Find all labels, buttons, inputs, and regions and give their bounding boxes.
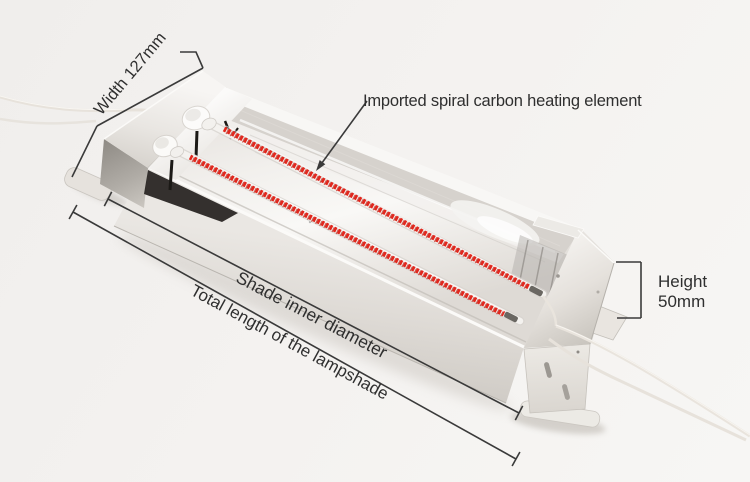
right-cap-face	[524, 230, 614, 348]
plate-slot-1	[544, 362, 552, 378]
right-wire-1-highlight	[555, 324, 750, 436]
front-rim-highlight	[145, 164, 525, 349]
plate-slot-2	[562, 384, 570, 400]
front-inner-crease	[149, 161, 527, 343]
front-outer-face	[114, 166, 524, 403]
dimension-inner-diameter	[103, 191, 524, 421]
outer-line	[72, 211, 517, 460]
spiral-element	[222, 126, 531, 290]
heater-tube-front	[167, 143, 525, 326]
flange-top-highlight	[103, 70, 204, 140]
cap-right-edge	[589, 262, 615, 345]
spiral-element	[188, 154, 506, 317]
frosted-glass-patch	[450, 200, 540, 246]
left-wall-outer	[100, 139, 148, 208]
inner-tick-left	[103, 191, 113, 207]
frost-inner	[477, 216, 533, 244]
outer-tick-left	[68, 204, 78, 220]
tube-terminal-front	[504, 311, 518, 323]
back-wall-top-edge	[220, 87, 580, 238]
cap-hole	[596, 290, 600, 294]
label-height-line2: 50mm	[658, 292, 705, 311]
heater-tube-back	[199, 116, 548, 299]
right-end-bracket	[519, 215, 628, 428]
width-bottom-tick	[71, 125, 98, 178]
ceramic-holders	[152, 105, 217, 158]
pin-back	[194, 130, 199, 159]
wire-stub	[541, 295, 558, 327]
left-shadow-gap	[144, 170, 238, 222]
dimension-width	[71, 51, 204, 178]
label-heating-element: Imported spiral carbon heating element	[363, 92, 642, 110]
inner-tick-right	[514, 405, 524, 421]
dimension-total-length	[68, 204, 521, 467]
spiral-element-shading	[188, 155, 506, 318]
width-top-bracket	[180, 51, 204, 69]
inner-line	[107, 198, 520, 414]
holder-back-neck	[201, 117, 217, 131]
rib-1	[519, 239, 529, 281]
left-wire-2	[0, 117, 97, 125]
rib-2	[534, 246, 544, 288]
power-wires-right	[541, 295, 750, 442]
left-top-flange	[104, 71, 227, 168]
outer-tick-right	[511, 451, 521, 467]
heating-element-leader	[316, 100, 368, 171]
streak-2	[249, 134, 546, 263]
shadow-front	[118, 233, 512, 411]
glass-glare	[225, 125, 528, 284]
holder-front-shading	[155, 137, 169, 149]
holder-front-neck	[169, 146, 185, 158]
cap-top-edge-highlight	[577, 229, 615, 264]
right-cap-lip	[532, 215, 585, 239]
holder-back-shading	[185, 108, 201, 122]
cap-screw	[556, 274, 560, 278]
left-wire-1-highlight	[0, 95, 129, 111]
leader-line	[318, 100, 368, 168]
dimension-annotations	[68, 51, 642, 467]
plate-hole	[576, 350, 580, 354]
glass-glare	[191, 153, 503, 311]
leader-arrowhead	[316, 160, 326, 171]
tube-terminal-back	[529, 285, 543, 297]
dimension-height	[616, 261, 642, 319]
rib-3	[549, 252, 559, 294]
pin-front	[168, 159, 174, 191]
lampshade	[113, 87, 614, 404]
front-bottom-edge	[113, 225, 507, 404]
width-line	[96, 67, 204, 127]
right-wire-2	[548, 337, 747, 442]
right-wire-1	[555, 324, 750, 438]
right-lower-plate	[523, 343, 591, 414]
label-height-line1: Height	[658, 272, 707, 291]
